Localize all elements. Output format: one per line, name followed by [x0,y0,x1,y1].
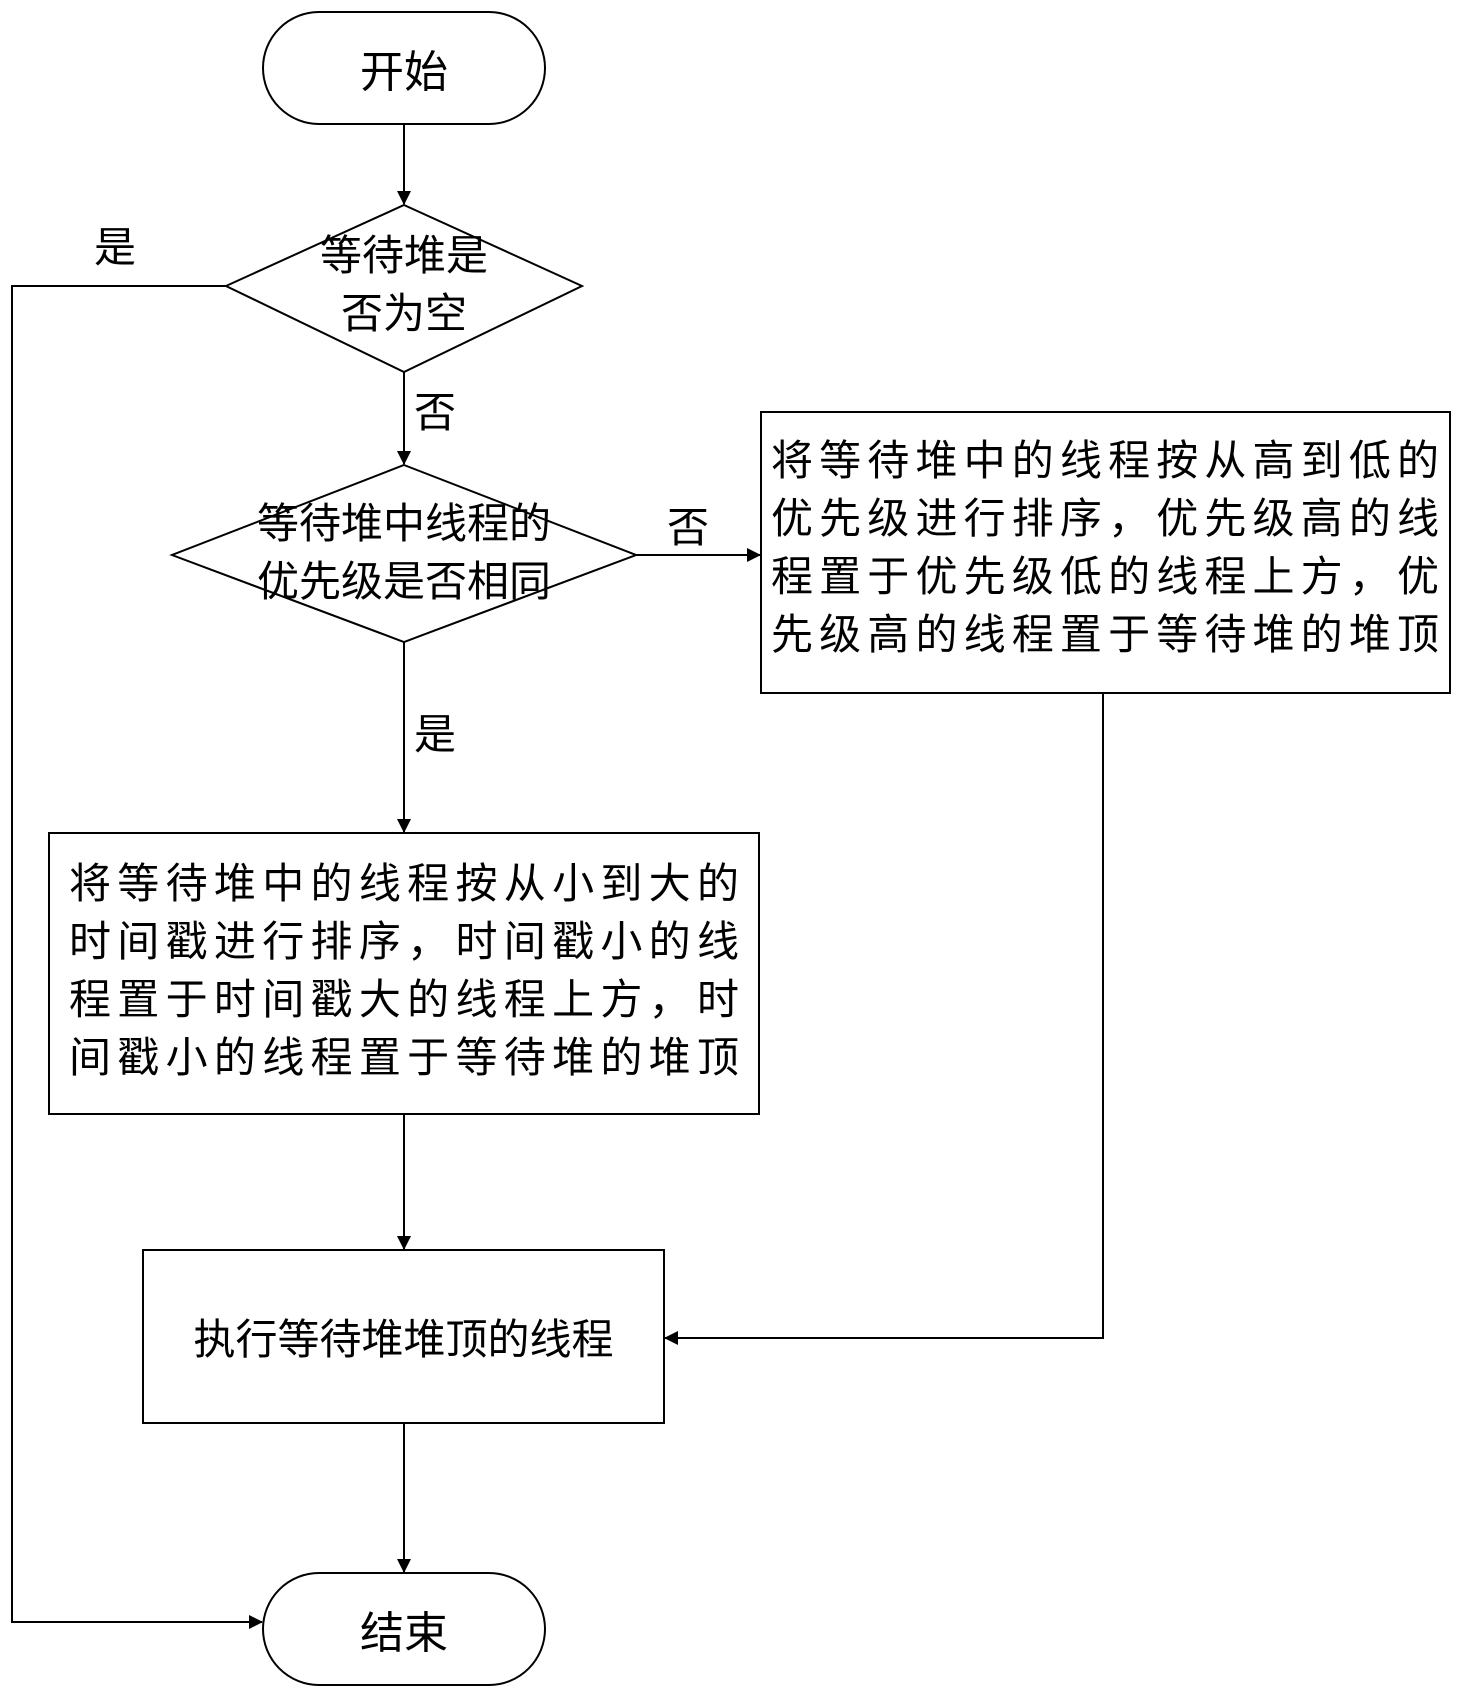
decision-empty-line2: 否为空 [340,289,467,338]
decision-empty: 等待堆是 否为空 [226,220,582,350]
box-priority-sort-line: 将等待堆中的线程按从高到低的 [771,436,1439,485]
edge-priority-box-to-execute [664,693,1104,1345]
box-priority-sort-shape [760,411,1451,694]
edge-label-empty-no: 否 [414,388,457,437]
box-timestamp-sort-line: 程置于时间戳大的线程上方，时 [69,975,739,1024]
box-timestamp-sort-line: 间戳小的线程置于等待堆的堆顶 [69,1033,739,1082]
box-execute-label: 执行等待堆堆顶的线程 [193,1315,614,1364]
edge-empty-yes [11,285,263,1629]
box-timestamp-sort: 将等待堆中的线程按从小到大的 时间戳进行排序，时间戳小的线 程置于时间戳大的线程… [69,855,739,1087]
box-timestamp-sort-line: 将等待堆中的线程按从小到大的 [69,859,739,908]
edge-label-priority-yes: 是 [414,710,457,759]
decision-empty-line1: 等待堆是 [319,231,488,280]
start-terminal: 开始 [263,12,545,124]
edge-label-priority-no: 否 [667,503,710,552]
box-priority-sort-line: 优先级进行排序，优先级高的线 [771,494,1439,543]
decision-priority: 等待堆中线程的 优先级是否相同 [172,488,636,618]
box-timestamp-sort-line: 时间戳进行排序，时间戳小的线 [69,917,739,966]
end-terminal: 结束 [263,1573,545,1685]
end-label: 结束 [360,1608,448,1659]
edge-label-empty-yes: 是 [94,223,137,272]
box-priority-sort: 将等待堆中的线程按从高到低的 优先级进行排序，优先级高的线 程置于优先级低的线程… [771,432,1439,664]
start-label: 开始 [360,47,448,98]
decision-priority-line2: 优先级是否相同 [256,557,551,606]
end-terminal-shape [262,1572,546,1686]
box-execute: 执行等待堆堆顶的线程 [143,1250,664,1423]
box-priority-sort-line: 程置于优先级低的线程上方，优 [771,552,1439,601]
decision-priority-line1: 等待堆中线程的 [256,499,551,548]
box-priority-sort-line: 先级高的线程置于等待堆的堆顶 [771,610,1439,659]
